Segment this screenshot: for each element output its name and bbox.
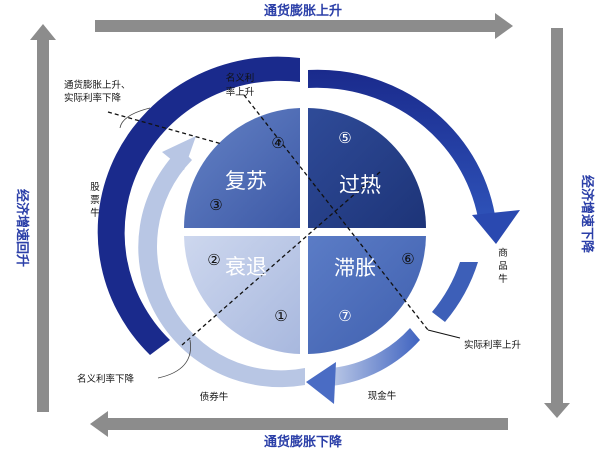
recovery-label: 复苏 [225, 169, 267, 193]
inner-arc-bottom [332, 328, 420, 386]
inner-arc-arrowhead [162, 136, 196, 170]
number-5: ⑤ [338, 129, 351, 147]
outer-arc-left [97, 56, 300, 355]
number-1: ① [274, 307, 287, 325]
quadrant-stagflation [308, 236, 426, 354]
number-4: ④ [271, 134, 284, 152]
outer-arc-lower-right [432, 262, 478, 322]
infl-up-real-down-line1: 通货膨胀上升、 [64, 79, 131, 91]
overheat-label: 过热 [339, 173, 381, 197]
dashed-line-real-rate [181, 171, 381, 346]
right-edge-arrow [544, 28, 570, 418]
bottom-edge-label: 通货膨胀下降 [264, 434, 343, 450]
real-rate-up-label: 实际利率上升 [464, 339, 522, 351]
quadrant-recovery [183, 108, 300, 228]
nominal-rate-up-line1: 名义利 [226, 72, 255, 84]
outer-arc-arrowhead [472, 210, 520, 244]
left-edge-label: 经济增速回升 [14, 189, 30, 267]
infl-up-real-down-line2: 实际利率下降 [64, 92, 122, 104]
dashed-line-upper-left [107, 111, 223, 145]
top-edge-arrow [95, 13, 513, 39]
inner-arc-bottom-arrowhead [306, 362, 336, 404]
commodity-bull-char1: 商 [498, 247, 508, 259]
quadrant-recession [184, 236, 300, 354]
bond-bull-label: 债券牛 [200, 391, 229, 403]
leader-curve-upper-left [119, 107, 151, 129]
top-edge-label: 通货膨胀上升 [264, 3, 342, 19]
dashed-line-nominal-rate [243, 94, 429, 331]
cash-bull-label: 现金牛 [368, 390, 397, 402]
right-edge-label: 经济增速下降 [579, 175, 595, 254]
number-2: ② [207, 251, 220, 269]
commodity-bull-char2: 品 [498, 261, 508, 272]
left-edge-arrow [30, 24, 56, 412]
bottom-edge-arrow [90, 411, 508, 437]
leader-curve-lower-left [157, 339, 191, 379]
commodity-bull-char3: 牛 [498, 273, 508, 285]
nominal-rate-down-label: 名义利率下降 [77, 373, 135, 385]
number-3: ③ [209, 196, 222, 214]
inner-arc-left [138, 148, 305, 388]
stock-bull-char2: 票 [90, 195, 100, 206]
number-6: ⑥ [401, 250, 414, 268]
number-7: ⑦ [338, 307, 351, 325]
dashed-line-nominal-rate-cont [427, 329, 461, 339]
stock-bull-char3: 牛 [90, 207, 100, 219]
stagflation-label: 滞胀 [334, 256, 376, 280]
outer-arc-right [308, 69, 495, 218]
nominal-rate-up-line2: 率上升 [226, 86, 255, 98]
recession-label: 衰退 [225, 255, 267, 279]
stock-bull-char1: 股 [90, 182, 100, 193]
quadrant-overheat [308, 108, 427, 228]
